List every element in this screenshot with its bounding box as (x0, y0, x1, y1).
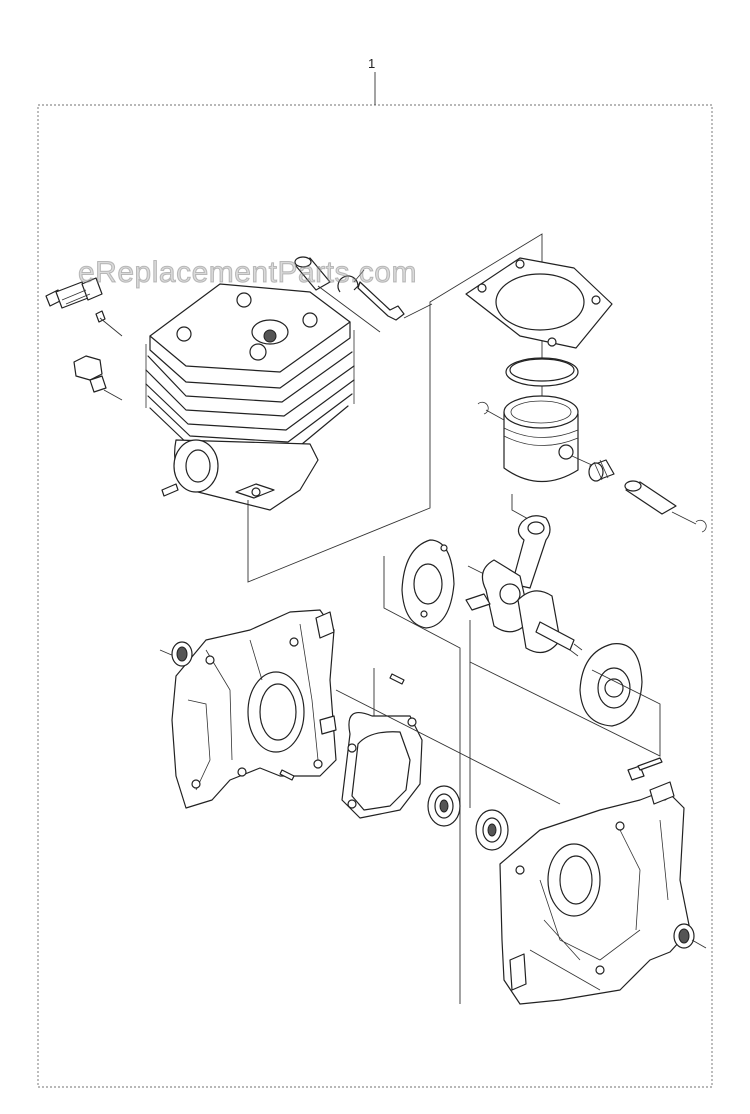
ball-bearing-right (475, 809, 509, 851)
crank-counterweight-disc-right (579, 643, 643, 727)
oil-seal-right (673, 923, 707, 949)
crankshaft (465, 515, 583, 657)
piston-ring (505, 357, 579, 387)
dowel-pin-lower (279, 769, 295, 781)
needle-bearing (588, 459, 615, 482)
screw (627, 757, 663, 781)
oil-seal-left (159, 641, 193, 667)
dowel-pin-upper (389, 673, 405, 685)
decompression-valve (294, 256, 405, 333)
decompression-plug (73, 355, 123, 401)
assembly-callout-number: 1 (368, 56, 376, 71)
crank-counterweight-disc-left (401, 539, 455, 629)
watermark: eReplacementParts.com (78, 256, 417, 290)
crankcase-left (171, 609, 337, 809)
piston-pin (624, 480, 707, 533)
crankcase-right (499, 781, 691, 1005)
cylinder-gasket (465, 257, 613, 349)
piston (477, 395, 595, 483)
ball-bearing-left (427, 785, 461, 827)
crankcase-gasket (341, 712, 423, 819)
cylinder (145, 283, 355, 511)
spark-plug (45, 277, 123, 337)
